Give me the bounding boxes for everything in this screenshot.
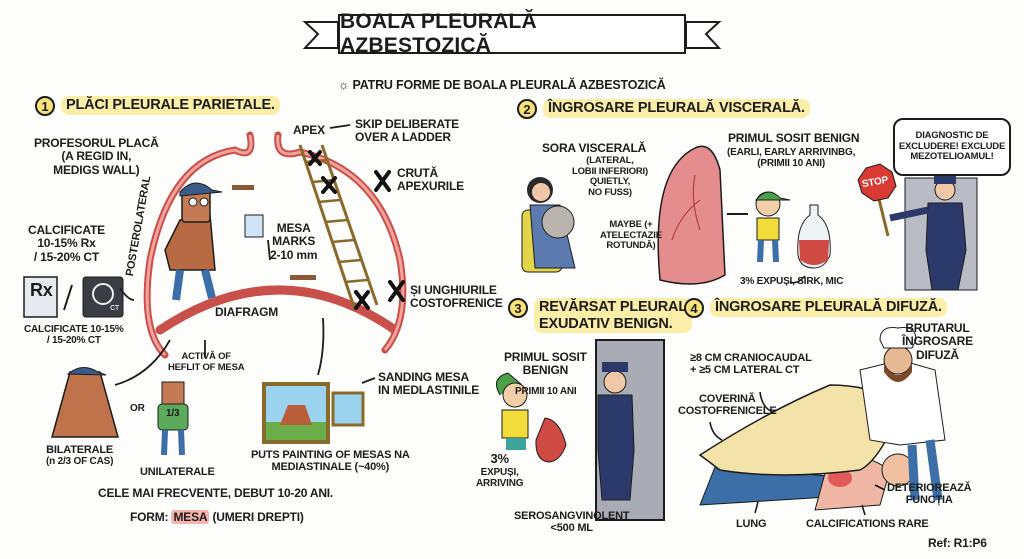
or-label: OR (130, 403, 145, 414)
door-police-2 (495, 339, 665, 521)
expusi-label: 3% EXPUȘI, SIRK, MIC (740, 276, 844, 287)
subtitle: ☼ PATRU FORME DE BOALA PLEURALĂ AZBESTOZ… (338, 78, 666, 92)
reference: Ref: R1:P6 (928, 536, 987, 550)
title-banner: BOALA PLEURALĂ AZBESTOZICĂ (338, 10, 686, 57)
criteria-label: ≥8 CM CRANIOCAUDAL+ ≥5 CM LATERAL CT (690, 352, 812, 377)
section-4-header: 4 ÎNGROSARE PLEURALĂ DIFUZĂ. (684, 298, 947, 318)
lung-label: LUNG (736, 518, 767, 530)
section-1-header: 1 PLĂCI PLEURALE PARIETALE. (35, 96, 280, 116)
profesor-label: PROFESORUL PLACĂ(A REGID IN,MEDIGS WALL) (34, 136, 159, 177)
boy-with-bottle (754, 191, 831, 269)
x-marks (308, 150, 405, 310)
arrows (114, 124, 376, 386)
arrows-right (709, 275, 886, 516)
primul-sub-label: (EARLI, EARLY ARRIVINBG,(PRIMII 10 ANI) (727, 147, 856, 170)
professor-figure (164, 182, 316, 301)
stop-sign (857, 163, 897, 237)
section-number: 3 (508, 298, 528, 318)
diafragm-label: DIAFRAGM (215, 305, 279, 319)
section-number: 4 (684, 298, 704, 318)
mesa-figures (51, 367, 365, 456)
calcificate-bottom-label: CALCIFICATE 10-15%/ 15-20% CT (24, 324, 124, 347)
rx-icon: Rx (30, 280, 53, 300)
door-police-1 (889, 176, 978, 291)
ct-icon: CT (110, 305, 119, 312)
lung-drawing (657, 145, 726, 285)
sun-icon: ☼ (338, 78, 353, 92)
sora-figure (521, 177, 576, 273)
section-title: PLĂCI PLEURALE PARIETALE. (61, 96, 280, 115)
section-title: ÎNGROSARE PLEURALĂ DIFUZĂ. (710, 298, 947, 317)
expusi-3-label: 3%EXPUȘI,ARRIVING (476, 451, 524, 489)
baker-and-patient (698, 327, 946, 511)
subtitle-text: PATRU FORME DE BOALA PLEURALĂ AZBESTOZIC… (352, 78, 666, 92)
section-number: 1 (35, 96, 55, 116)
one-third-label: 1/3 (166, 408, 180, 419)
section-2-header: 2 ÎNGROSARE PLEURALĂ VISCERALĂ. (517, 99, 810, 119)
sero-label: SEROSANGVINOLENT<500 ML (514, 510, 630, 535)
frecvente-label: CELE MAI FRECVENTE, DEBUT 10-20 ANI. (98, 486, 334, 500)
mesa-highlight: MESA (171, 510, 210, 524)
primul-label: PRIMUL SOSIT BENIGN (728, 131, 860, 145)
calcifications-label: CALCIFICATIONS RARE (806, 518, 929, 530)
bilaterale-label: BILATERALE(n 2/3 OF CAS) (46, 444, 114, 468)
title-ribbon (302, 21, 722, 49)
sora-sub-label: (LATERAL,LOBII INFERIORI)QUIETLY,NO FUSS… (572, 155, 648, 198)
rx-ct-icons (23, 276, 124, 318)
unilaterale-label: UNILATERALE (140, 466, 215, 478)
section-number: 2 (517, 99, 537, 119)
primii-label: PRIMII 10 ANI (515, 386, 577, 397)
sora-label: SORA VISCERALĂ (542, 141, 647, 155)
apex-label: APEX (293, 123, 325, 137)
form-label: FORM: MESA (UMERI DREPTI) (130, 510, 304, 524)
section-title: ÎNGROSARE PLEURALĂ VISCERALĂ. (543, 99, 810, 118)
